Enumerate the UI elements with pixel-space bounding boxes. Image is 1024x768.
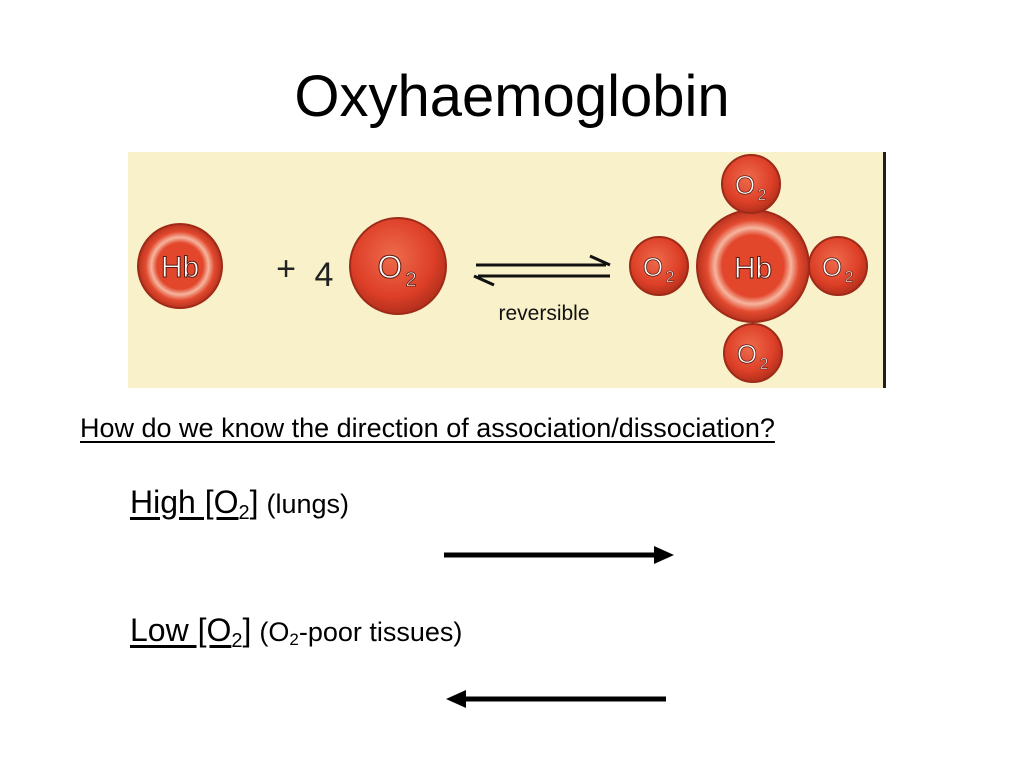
hb-label: Hb bbox=[161, 251, 199, 284]
reversible-label: reversible bbox=[498, 302, 589, 325]
o2-left-subscript: 2 bbox=[666, 269, 675, 286]
page-title: Oxyhaemoglobin bbox=[294, 64, 730, 129]
high-oxygen-note: (lungs) bbox=[266, 489, 350, 519]
low-oxygen-condition: Low [O2](O2-poor tissues) bbox=[130, 610, 462, 661]
low-oxygen-label: Low [O2] bbox=[130, 612, 252, 652]
product-hb-label: Hb bbox=[734, 252, 772, 285]
o2-bottom-letter: O bbox=[737, 339, 757, 369]
o2-right-subscript: 2 bbox=[845, 269, 854, 286]
reverse-arrow bbox=[446, 690, 666, 708]
reaction-diagram: Hb + 4 O 2 reversible Hb O 2 O bbox=[137, 154, 868, 383]
o2-bottom-subscript: 2 bbox=[760, 356, 769, 373]
o2-right-letter: O bbox=[822, 252, 842, 282]
high-oxygen-condition: High [O2](lungs) bbox=[130, 482, 349, 533]
oxyhaemoglobin-molecule: Hb O 2 O 2 O 2 O 2 bbox=[629, 154, 868, 383]
o2-top-letter: O bbox=[735, 170, 755, 200]
o2-subscript: 2 bbox=[405, 269, 416, 291]
high-oxygen-label: High [O2] bbox=[130, 484, 259, 524]
forward-arrow bbox=[444, 546, 674, 564]
reaction-figure: Hb + 4 O 2 reversible Hb O 2 O bbox=[128, 152, 886, 388]
oxygen-count: 4 bbox=[315, 256, 334, 294]
hb-molecule: Hb bbox=[137, 223, 223, 309]
plus-sign: + bbox=[276, 250, 296, 288]
reversible-arrows bbox=[473, 254, 611, 287]
direction-question: How do we know the direction of associat… bbox=[80, 413, 775, 443]
o2-top-subscript: 2 bbox=[758, 187, 767, 204]
o2-letter: O bbox=[378, 249, 403, 285]
o2-molecule: O 2 bbox=[349, 217, 447, 315]
low-oxygen-note: (O2-poor tissues) bbox=[259, 617, 463, 649]
o2-left-letter: O bbox=[643, 252, 663, 282]
